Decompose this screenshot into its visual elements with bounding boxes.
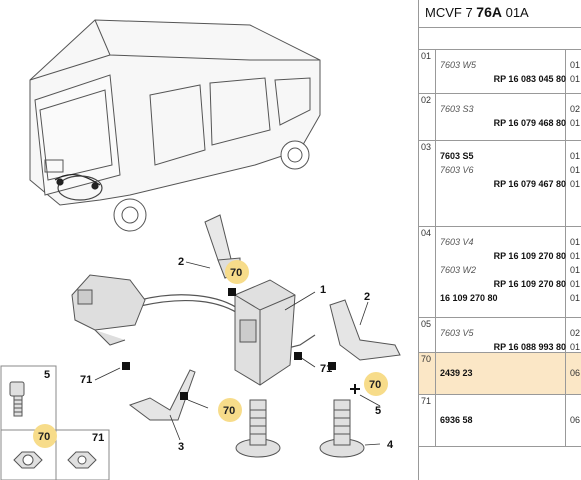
callout-70-b: 70 [369, 379, 381, 391]
part-quantity: 06 [569, 415, 580, 425]
row-index: 02 [419, 94, 436, 140]
part-reference: 2439 23 [440, 368, 473, 378]
van-illustration [29, 19, 321, 232]
part-reference: 7603 V6 [440, 165, 474, 175]
callout-4: 4 [387, 439, 394, 451]
callout-71-b: 71 [320, 363, 332, 375]
header-bold: 76A [476, 4, 502, 20]
row-index: 70 [419, 353, 436, 394]
callout-5-box: 5 [44, 369, 50, 381]
bracket-3 [128, 369, 196, 421]
part-reference: RP 16 083 045 80 [493, 74, 566, 84]
part-reference: 7603 S3 [440, 104, 474, 114]
qty-column [565, 50, 581, 93]
callout-1: 1 [320, 284, 326, 296]
part-reference: 6936 58 [440, 415, 473, 425]
callout-5-main: 5 [375, 405, 381, 417]
part-reference: 7603 V4 [440, 237, 474, 247]
panel-header: MCVF 7 76A 01A [419, 0, 581, 28]
row-index: 05 [419, 318, 436, 352]
callout-71-c: 71 [92, 432, 104, 444]
row-index: 04 [419, 227, 436, 317]
part-reference: 7603 W2 [440, 265, 477, 275]
callout-70-a: 70 [230, 267, 242, 279]
row-index: 71 [419, 395, 436, 446]
parts-row[interactable]: 70 2439 23 06 [419, 353, 581, 395]
header-suffix: 01A [501, 5, 529, 20]
leader-lines [94, 261, 381, 446]
parts-diagram: 1 2 2 3 4 5 5 70 70 70 70 71 71 71 [0, 19, 401, 480]
parts-row[interactable]: 71 6936 58 06 [419, 395, 581, 447]
part-quantity: 01 [569, 265, 580, 275]
bolt-5-box [0, 365, 57, 431]
part-reference: RP 16 088 993 80 [493, 342, 566, 352]
part-quantity: 01 [569, 74, 580, 84]
part-reference: RP 16 109 270 80 [493, 279, 566, 289]
qty-column [565, 318, 581, 352]
part-quantity: 01 [569, 251, 580, 261]
part-quantity: 01 [569, 342, 580, 352]
part-71-markers [122, 288, 336, 400]
qty-column [565, 353, 581, 394]
panel-blank-row [419, 28, 581, 50]
part-quantity: 01 [569, 151, 580, 161]
main-unit-1 [234, 279, 296, 386]
part-quantity: 01 [569, 237, 580, 247]
jack-left [235, 399, 281, 458]
part-quantity: 01 [569, 118, 580, 128]
qty-column [565, 395, 581, 446]
callout-70-circles [33, 260, 388, 448]
van-wiring-detail [54, 173, 103, 201]
part-quantity: 01 [569, 60, 580, 70]
part-reference: RP 16 109 270 80 [493, 251, 566, 261]
row-index: 01 [419, 50, 436, 93]
part-quantity: 01 [569, 279, 580, 289]
bracket-2-right [329, 299, 401, 361]
part-quantity: 01 [569, 293, 580, 303]
part-quantity: 01 [569, 179, 580, 189]
row-index: 03 [419, 141, 436, 226]
jack-right [319, 399, 365, 458]
part-reference: 7603 S5 [440, 151, 474, 161]
callout-2-top: 2 [178, 256, 184, 268]
left-motor-unit [71, 274, 146, 346]
qty-column [565, 227, 581, 317]
part-reference: RP 16 079 467 80 [493, 179, 566, 189]
cross-marker [350, 384, 360, 394]
part-reference: RP 16 079 468 80 [493, 118, 566, 128]
part-reference: 7603 W5 [440, 60, 477, 70]
callout-70-c: 70 [223, 405, 235, 417]
qty-column [565, 141, 581, 226]
nut-71-box [55, 429, 110, 480]
header-prefix: MCVF 7 [425, 5, 477, 20]
part-reference: 16 109 270 80 [440, 293, 498, 303]
part-quantity: 01 [569, 165, 580, 175]
part-quantity: 06 [569, 368, 580, 378]
callout-71-a: 71 [80, 374, 92, 386]
part-reference: 7603 V5 [440, 328, 474, 338]
part-quantity: 02 [569, 104, 580, 114]
qty-column [565, 94, 581, 140]
callout-3: 3 [178, 441, 184, 453]
callout-2-right: 2 [364, 291, 370, 303]
callout-70-d: 70 [38, 431, 50, 443]
part-quantity: 02 [569, 328, 580, 338]
